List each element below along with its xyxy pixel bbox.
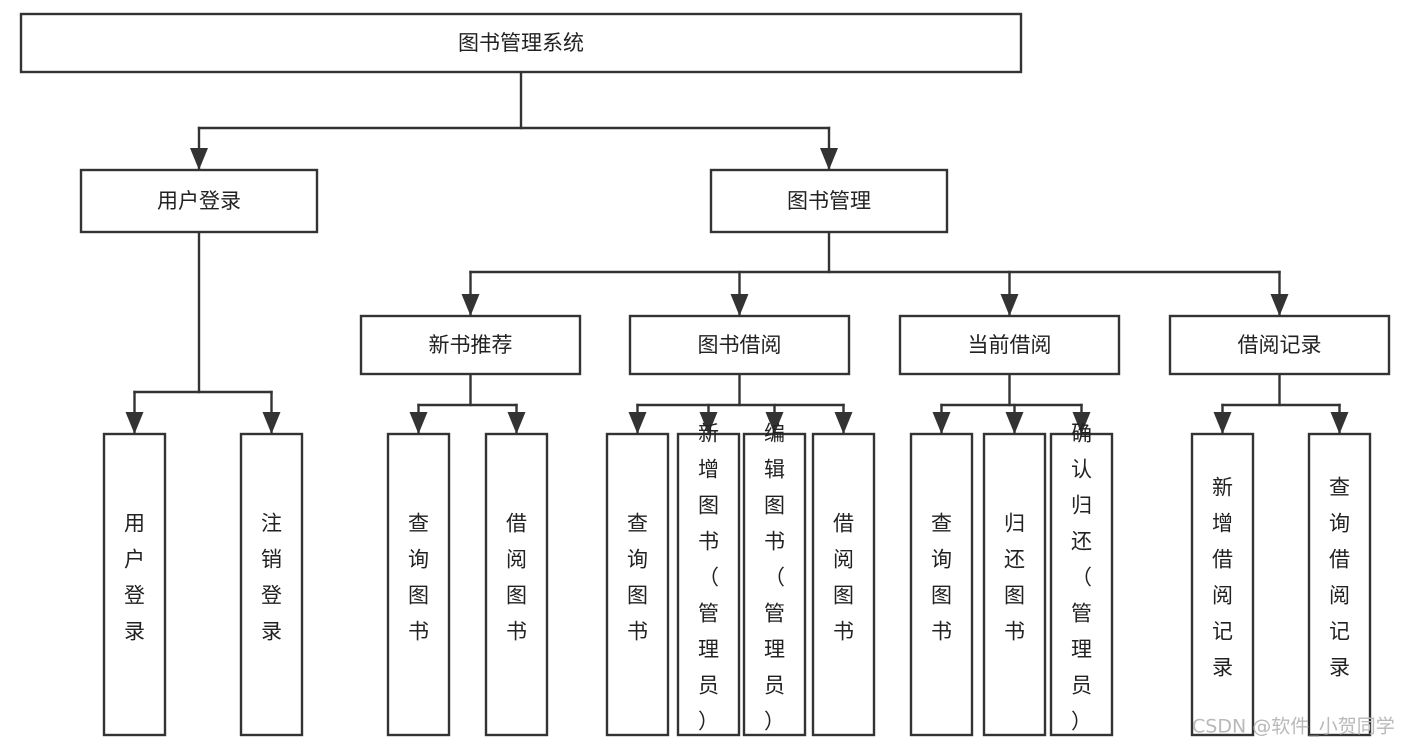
arrow-head-leaf-edit-book <box>765 412 784 434</box>
node-box-root <box>19 12 1023 74</box>
node-box-leaf-add-record <box>1190 432 1255 737</box>
node-leaf-borrow-book[interactable]: 借阅图书 <box>811 432 876 737</box>
arrow-head-book-borrow <box>730 294 749 316</box>
node-box-leaf-query-book-rec <box>386 432 451 737</box>
node-box-leaf-return-book <box>982 432 1047 737</box>
node-box-leaf-edit-book <box>742 432 807 737</box>
node-box-borrow-records <box>1168 314 1391 376</box>
arrow-head-leaf-query-book-current <box>932 412 951 434</box>
node-box-leaf-query-record <box>1307 432 1372 737</box>
node-box-leaf-confirm-return <box>1049 432 1114 737</box>
node-box-leaf-borrow-book <box>811 432 876 737</box>
node-label-borrow-records: 借阅记录 <box>1238 333 1322 357</box>
node-user-login[interactable]: 用户登录 <box>79 168 319 234</box>
node-new-book-recommend[interactable]: 新书推荐 <box>359 314 582 376</box>
nodes-layer: 图书管理系统用户登录图书管理新书推荐图书借阅当前借阅借阅记录用户登录注销登录查询… <box>19 12 1391 737</box>
node-box-leaf-borrow-book-rec <box>484 432 549 737</box>
node-label-leaf-edit-book: 编辑图书（管理员） <box>764 422 785 734</box>
node-leaf-confirm-return[interactable]: 确认归还（管理员） <box>1049 422 1114 737</box>
node-label-current-borrow: 当前借阅 <box>968 333 1052 357</box>
node-leaf-borrow-book-rec[interactable]: 借阅图书 <box>484 432 549 737</box>
node-label-leaf-query-record: 查询借阅记录 <box>1329 476 1350 680</box>
node-borrow-records[interactable]: 借阅记录 <box>1168 314 1391 376</box>
arrow-head-leaf-user-login <box>125 412 144 434</box>
node-root[interactable]: 图书管理系统 <box>19 12 1023 74</box>
node-leaf-query-book-borrow[interactable]: 查询图书 <box>605 432 670 737</box>
node-label-leaf-user-login: 用户登录 <box>124 512 145 644</box>
node-leaf-logout[interactable]: 注销登录 <box>239 432 304 737</box>
node-label-book-management: 图书管理 <box>787 189 871 213</box>
node-leaf-edit-book[interactable]: 编辑图书（管理员） <box>742 422 807 737</box>
node-box-current-borrow <box>898 314 1121 376</box>
node-label-user-login: 用户登录 <box>157 189 241 213</box>
node-book-borrow[interactable]: 图书借阅 <box>628 314 851 376</box>
node-leaf-query-book-rec[interactable]: 查询图书 <box>386 432 451 737</box>
arrow-head-leaf-confirm-return <box>1072 412 1091 434</box>
node-leaf-add-record[interactable]: 新增借阅记录 <box>1190 432 1255 737</box>
arrow-head-leaf-add-record <box>1213 412 1232 434</box>
node-leaf-add-book[interactable]: 新增图书（管理员） <box>676 422 741 737</box>
node-book-management[interactable]: 图书管理 <box>709 168 949 234</box>
node-box-book-borrow <box>628 314 851 376</box>
node-label-leaf-query-book-current: 查询图书 <box>931 512 952 644</box>
arrow-head-leaf-query-book-borrow <box>628 412 647 434</box>
arrow-head-leaf-borrow-book <box>834 412 853 434</box>
node-label-leaf-logout: 注销登录 <box>261 512 282 644</box>
node-box-leaf-query-book-current <box>909 432 974 737</box>
node-box-leaf-query-book-borrow <box>605 432 670 737</box>
node-leaf-query-record[interactable]: 查询借阅记录 <box>1307 432 1372 737</box>
arrow-head-book-management <box>820 148 838 170</box>
arrow-head-leaf-query-book-rec <box>409 412 428 434</box>
node-label-root: 图书管理系统 <box>458 31 584 55</box>
node-label-leaf-query-book-rec: 查询图书 <box>408 512 429 644</box>
node-label-book-borrow: 图书借阅 <box>698 333 782 357</box>
node-leaf-query-book-current[interactable]: 查询图书 <box>909 432 974 737</box>
arrow-head-leaf-borrow-book-rec <box>507 412 526 434</box>
csdn-watermark: CSDN @软件_小贺同学 <box>1192 716 1395 738</box>
node-box-user-login <box>79 168 319 234</box>
arrow-head-leaf-logout <box>262 412 281 434</box>
node-box-leaf-logout <box>239 432 304 737</box>
node-label-new-book-recommend: 新书推荐 <box>429 333 513 357</box>
node-leaf-return-book[interactable]: 归还图书 <box>982 432 1047 737</box>
node-label-leaf-add-record: 新增借阅记录 <box>1212 476 1233 680</box>
node-label-leaf-borrow-book: 借阅图书 <box>833 512 854 644</box>
node-box-leaf-user-login <box>102 432 167 737</box>
node-label-leaf-return-book: 归还图书 <box>1004 512 1025 644</box>
node-label-leaf-confirm-return: 确认归还（管理员） <box>1071 422 1092 734</box>
node-label-leaf-borrow-book-rec: 借阅图书 <box>506 512 527 644</box>
arrow-head-leaf-query-record <box>1330 412 1349 434</box>
connectors-layer <box>125 70 1349 436</box>
node-current-borrow[interactable]: 当前借阅 <box>898 314 1121 376</box>
node-box-leaf-add-book <box>676 432 741 737</box>
arrow-head-new-book-recommend <box>461 294 480 316</box>
arrow-head-leaf-return-book <box>1005 412 1024 434</box>
arrow-head-leaf-add-book <box>699 412 718 434</box>
node-box-new-book-recommend <box>359 314 582 376</box>
arrow-head-user-login <box>190 148 208 170</box>
arrow-head-current-borrow <box>1000 294 1019 316</box>
node-label-leaf-add-book: 新增图书（管理员） <box>698 422 719 734</box>
node-leaf-user-login[interactable]: 用户登录 <box>102 432 167 737</box>
node-box-book-management <box>709 168 949 234</box>
node-label-leaf-query-book-borrow: 查询图书 <box>627 512 648 644</box>
arrow-head-borrow-records <box>1270 294 1289 316</box>
